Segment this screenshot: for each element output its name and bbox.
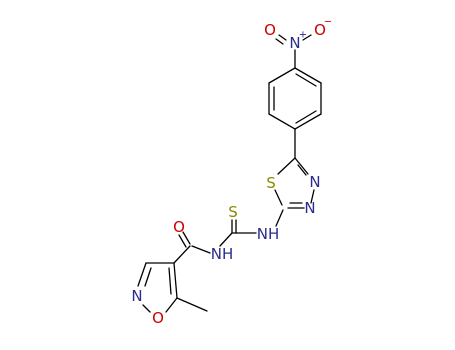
atom-isoxazole-o: O: [152, 309, 164, 327]
bond-methyl: [176, 297, 208, 312]
atom-thiadiazole-n3: N: [304, 199, 315, 217]
bond-td-c2-s: [274, 189, 283, 206]
bond-td-c2-nh: [275, 209, 284, 227]
bond-ar-1: [294, 67, 322, 84]
bond-ar-4: [268, 113, 296, 130]
atom-isoxazole-n: N: [131, 287, 142, 305]
bond-carbonyl-isoxazole: [173, 245, 191, 264]
bond-ar-1-inner: [295, 73, 317, 87]
bond-nitro-n-o-double-a: [278, 34, 287, 41]
charge-nitro-n-plus: +: [299, 30, 307, 41]
bond-iso-c3-n: [137, 262, 147, 287]
bond-td-c5-n4: [294, 157, 309, 175]
bond-ar-3-inner: [295, 110, 317, 124]
atom-nitro-n: N: [289, 34, 300, 52]
bond-iso-c5-c4: [173, 262, 178, 299]
bond-ar-3: [294, 113, 322, 130]
atom-nitro-o-minus: O: [314, 21, 326, 39]
bond-nitro-n-o-single: [302, 34, 312, 41]
bond-carbonyl-o-a: [182, 231, 191, 245]
bond-iso-c5-c4-inner: [168, 267, 172, 295]
bond-ar-6: [268, 67, 296, 84]
bond-iso-n-o: [142, 304, 151, 313]
atom-thiadiazole-s: S: [266, 174, 276, 192]
bond-nitro-n-o-double-b: [275, 38, 284, 45]
bond-nh-carbonyl: [191, 245, 211, 254]
bond-thiocarbonyl-nh: [219, 232, 233, 247]
bond-td-n4-n3: [310, 189, 315, 204]
bond-iso-c3-n-inner: [144, 267, 152, 287]
bond-carbonyl-o-b: [178, 234, 187, 248]
atom-labels: O N + O − S N N S NH NH O N O: [131, 17, 332, 328]
atom-nh-left: NH: [211, 245, 234, 263]
bonds: [137, 34, 322, 313]
atom-thiadiazole-n4: N: [309, 173, 320, 191]
bond-td-c5-n4-inner: [297, 164, 307, 176]
atom-nh-right: NH: [257, 225, 280, 243]
atom-amide-o: O: [173, 218, 185, 236]
bond-td-c5-s: [277, 157, 296, 175]
atom-nitro-o-double: O: [264, 21, 276, 39]
atom-thiocarbonyl-s: S: [228, 203, 238, 221]
bond-iso-o-c5: [165, 297, 178, 313]
charge-nitro-o-minus: −: [324, 17, 332, 28]
